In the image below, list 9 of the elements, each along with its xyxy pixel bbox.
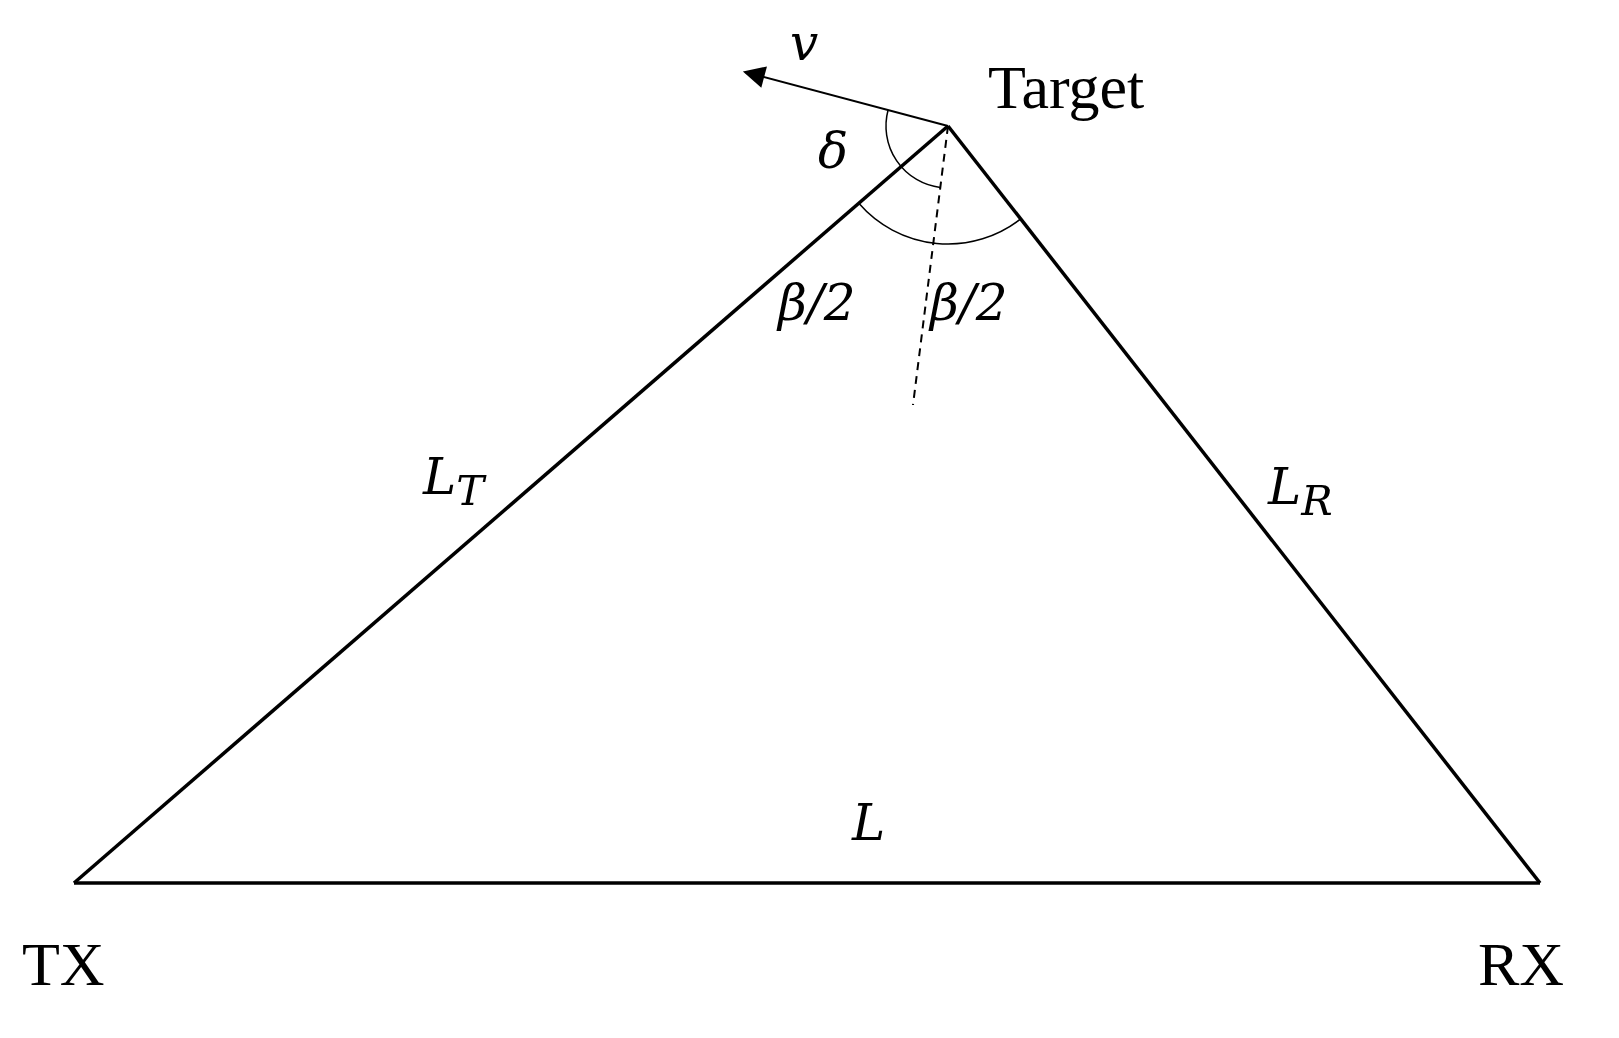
node-label: TX bbox=[22, 933, 105, 995]
node-label: RX bbox=[1478, 933, 1565, 995]
connector-line bbox=[74, 881, 1540, 885]
edge-label: L$_{R}$ bbox=[1268, 462, 1333, 522]
connector-line bbox=[72, 124, 950, 885]
connector-line bbox=[946, 124, 1542, 885]
edge-label: L bbox=[852, 798, 886, 848]
velocity-label: v bbox=[790, 18, 819, 68]
angle-label: δ bbox=[818, 126, 849, 176]
